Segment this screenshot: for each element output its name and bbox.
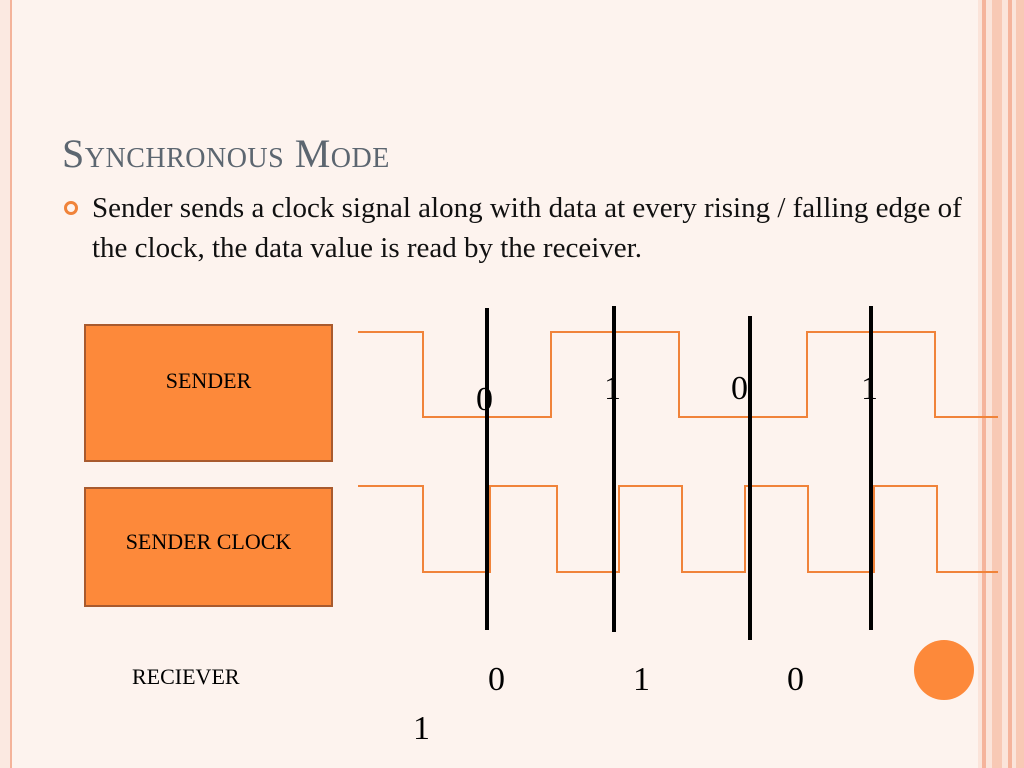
sender-box: SENDER: [84, 324, 333, 462]
received-bit-4: 1: [413, 710, 430, 747]
sender-label: SENDER: [165, 368, 252, 393]
right-decorative-stripes: [978, 0, 1024, 768]
data-bit-3: 0: [731, 370, 748, 407]
clock-signal-waveform: [358, 485, 998, 573]
received-bit-1: 0: [488, 661, 505, 698]
decorative-orange-circle: [914, 640, 974, 700]
bullet-text: Sender sends a clock signal along with d…: [92, 192, 962, 264]
data-bit-2: 1: [604, 370, 621, 407]
left-border-rule: [0, 0, 12, 768]
data-bit-1: 0: [476, 381, 493, 418]
receiver-label: RECIEVER: [132, 664, 240, 689]
received-bit-3: 0: [787, 661, 804, 698]
slide-title: Synchronous Mode: [62, 131, 390, 176]
data-signal-waveform: [358, 331, 998, 418]
bullet-circle-icon: [64, 201, 78, 215]
sender-clock-box: SENDER CLOCK: [84, 487, 333, 607]
sender-clock-label: SENDER CLOCK: [125, 529, 292, 554]
received-bit-2: 1: [633, 661, 650, 698]
data-bit-4: 1: [861, 370, 878, 407]
